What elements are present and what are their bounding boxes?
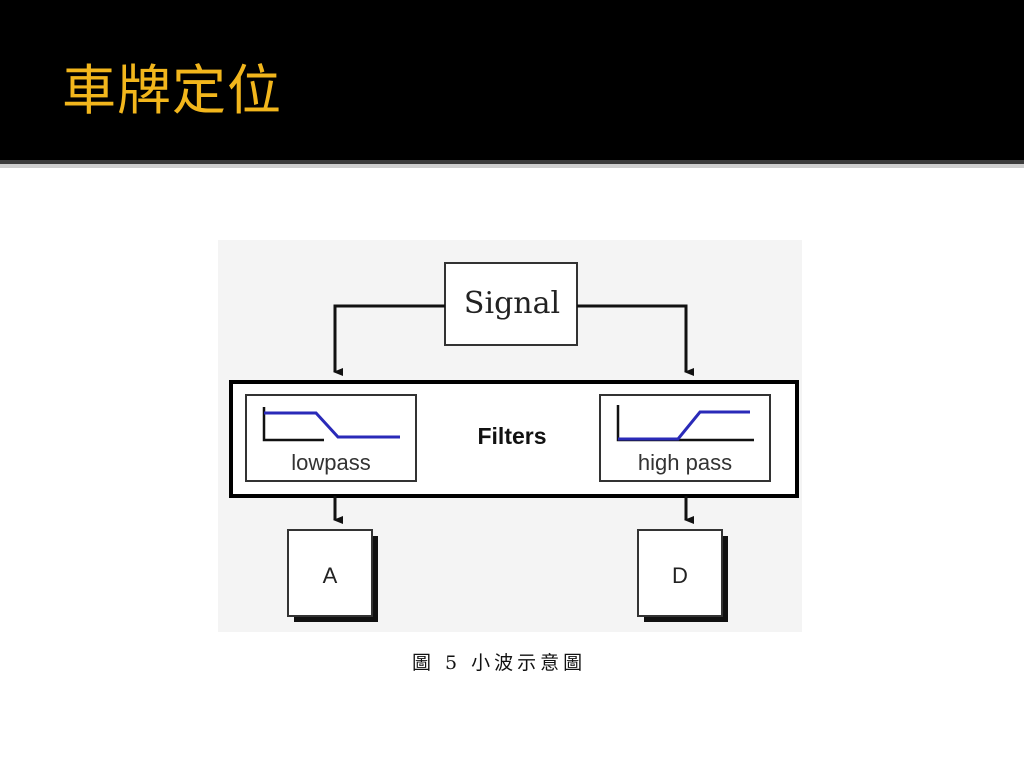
wavelet-diagram: Signal Filters lowpass high pass A D [218, 240, 802, 632]
lowpass-label: lowpass [291, 450, 371, 475]
signal-box [444, 262, 578, 346]
figure-caption: 圖 5 小波示意圖 [412, 652, 587, 674]
highpass-curve [618, 410, 750, 441]
title-divider [0, 160, 1024, 164]
arrow-signal-to-highpass [577, 304, 694, 376]
output-a-label: A [322, 563, 338, 588]
title-bar: 車牌定位 [0, 0, 1024, 160]
output-d-label: D [672, 563, 688, 588]
title-divider-shadow [0, 164, 1024, 168]
slide-title: 車牌定位 [62, 59, 282, 122]
output-d-box [637, 529, 723, 617]
lowpass-axis [262, 407, 324, 442]
arrow-signal-to-lowpass [333, 304, 445, 376]
output-a-box [287, 529, 373, 617]
lowpass-curve [264, 411, 400, 439]
wavelet-diagram-graphic [229, 262, 799, 622]
signal-label: Signal [463, 286, 561, 321]
highpass-label: high pass [637, 450, 733, 475]
filters-label: Filters [477, 423, 547, 449]
